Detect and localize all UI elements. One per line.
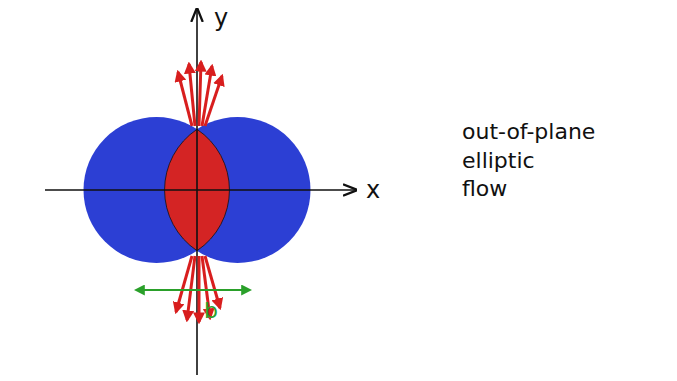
axis-label: y: [214, 4, 228, 33]
flow-arrows-up: [178, 62, 222, 126]
axis-label: x: [366, 176, 380, 205]
caption-note: out-of-plane elliptic flow: [462, 118, 652, 204]
impact-parameter-label: b: [204, 298, 218, 324]
x-axis: [45, 189, 356, 191]
impact-parameter-arrow: [136, 289, 250, 291]
